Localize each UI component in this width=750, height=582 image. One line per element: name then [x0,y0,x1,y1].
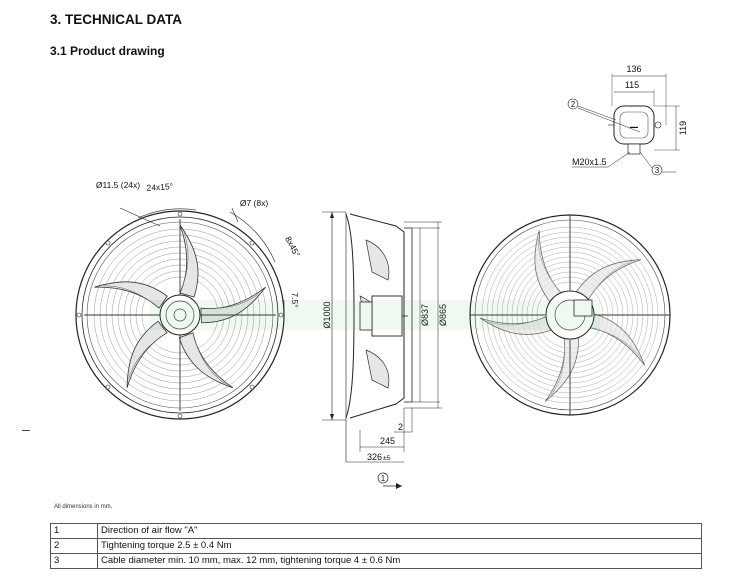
callout-2-label: 2 [571,100,576,109]
table-row: 3 Cable diameter min. 10 mm, max. 12 mm,… [50,553,702,569]
angle-small-label: 7.5° [290,292,300,307]
callout-3-label: 3 [655,166,660,175]
dia-837-label: Ø837 [420,304,430,326]
front-view: Ø11.5 (24x) 24x15° Ø7 (8x) 8x45° 7.5° [75,180,302,420]
table-row: 2 Tightening torque 2.5 ± 0.4 Nm [50,538,702,554]
margin-mark [22,430,30,431]
legend-num: 3 [50,553,98,569]
section-title: 3. TECHNICAL DATA [50,12,183,27]
angle-24-label: 24x15° [146,181,173,193]
box-width-inner-label: 115 [625,80,639,90]
table-row: 1 Direction of air flow "A" [50,523,702,539]
legend-text: Direction of air flow "A" [97,523,702,539]
product-drawing: Ø11.5 (24x) 24x15° Ø7 (8x) 8x45° 7.5° [75,64,688,489]
callout-1-label: 1 [381,474,386,483]
legend-text: Cable diameter min. 10 mm, max. 12 mm, t… [97,553,702,569]
subsection-title: 3.1 Product drawing [50,44,165,58]
box-width-outer-label: 136 [626,64,641,74]
dia-1000-label: Ø1000 [322,301,332,328]
side-view: Ø1000 Ø837 Ø865 2 245 326±5 1 [322,211,448,489]
rear-view [469,214,671,416]
logo-mark: ▬▬ [630,124,638,129]
box-height-label: 119 [678,121,688,135]
watermark-band [150,300,600,330]
dia-865-label: Ø865 [438,304,448,326]
angle-8-label: 8x45° [283,235,302,259]
legend-table: 1 Direction of air flow "A" 2 Tightening… [50,523,702,569]
dim-326-label: 326±5 [367,452,391,462]
legend-text: Tightening torque 2.5 ± 0.4 Nm [97,538,702,554]
hole-small-label: Ø7 (8x) [240,198,269,208]
hole-large-label: Ø11.5 (24x) [96,180,140,190]
legend-num: 1 [50,523,98,539]
airflow-arrow-icon [396,483,402,489]
gland-label: M20x1.5 [572,157,607,167]
legend-num: 2 [50,538,98,554]
dimensions-note: All dimensions in mm. [54,504,113,510]
terminal-box: ▬▬ 136 115 119 2 M20x1.5 3 [567,64,688,176]
dim-245-label: 245 [380,436,395,446]
dim-2-label: 2 [398,422,403,432]
